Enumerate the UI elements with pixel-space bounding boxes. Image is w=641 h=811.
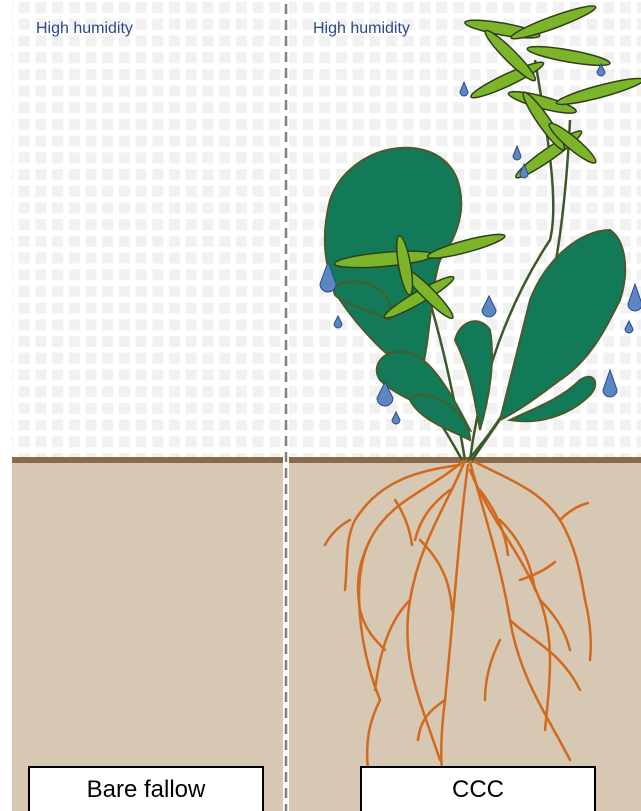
- soil-area: [12, 460, 641, 811]
- ccc-label: CCC: [452, 776, 504, 804]
- ccc-box: CCC: [360, 766, 596, 811]
- left-margin: [0, 0, 12, 811]
- right-humidity-label: High humidity: [313, 20, 410, 38]
- bare-fallow-box: Bare fallow: [28, 766, 264, 811]
- left-humidity-label: High humidity: [36, 20, 133, 38]
- bare-fallow-label: Bare fallow: [87, 776, 206, 804]
- soil-surface-line: [12, 457, 641, 463]
